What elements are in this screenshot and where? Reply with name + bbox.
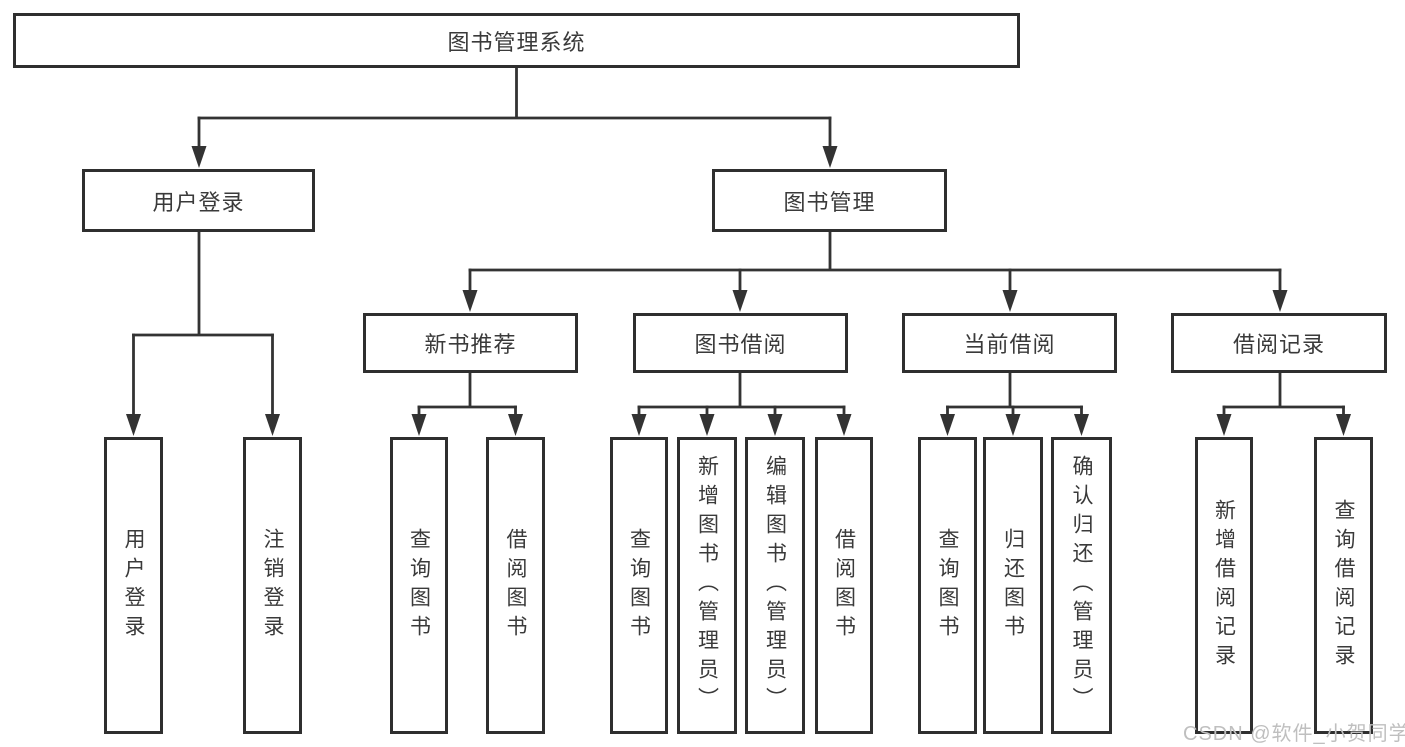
leaf-add-borrow-record-label: 新增借阅记录 bbox=[1212, 498, 1236, 673]
leaf-query-books-borrow-label: 查询图书 bbox=[627, 527, 651, 644]
group-borrowing-records: 借阅记录 bbox=[1171, 313, 1387, 373]
leaf-logout-label: 注销登录 bbox=[261, 527, 284, 644]
leaf-edit-book-admin: 编辑图书（管理员） bbox=[745, 437, 805, 734]
group-current-borrowing: 当前借阅 bbox=[902, 313, 1117, 373]
connector-book-management-to-level3 bbox=[462, 232, 1288, 312]
leaf-query-books-current: 查询图书 bbox=[918, 437, 977, 734]
leaf-confirm-return-admin-label: 确认归还（管理员） bbox=[1070, 455, 1093, 716]
leaf-add-book-admin-label: 新增图书（管理员） bbox=[695, 455, 719, 716]
connector-book-borrow-to-leaves bbox=[631, 373, 852, 436]
leaf-query-books-recommend: 查询图书 bbox=[390, 437, 448, 734]
leaf-query-books-current-label: 查询图书 bbox=[936, 527, 959, 644]
group-new-book-recommendation: 新书推荐 bbox=[363, 313, 578, 373]
leaf-query-borrow-record: 查询借阅记录 bbox=[1314, 437, 1373, 734]
leaf-return-book: 归还图书 bbox=[983, 437, 1043, 734]
leaf-query-books-recommend-label: 查询图书 bbox=[407, 527, 431, 644]
leaf-add-book-admin: 新增图书（管理员） bbox=[677, 437, 737, 734]
branch-user-login: 用户登录 bbox=[82, 169, 315, 232]
leaf-user-login-label: 用户登录 bbox=[122, 527, 145, 644]
leaf-query-borrow-record-label: 查询借阅记录 bbox=[1332, 498, 1355, 673]
leaf-edit-book-admin-label: 编辑图书（管理员） bbox=[763, 455, 787, 716]
leaf-add-borrow-record: 新增借阅记录 bbox=[1195, 437, 1253, 734]
connector-user-login-to-leaves bbox=[126, 232, 280, 436]
group-book-borrowing: 图书借阅 bbox=[633, 313, 848, 373]
branch-book-management: 图书管理 bbox=[712, 169, 947, 232]
leaf-borrow-books-recommend-label: 借阅图书 bbox=[504, 527, 527, 644]
leaf-borrow-books-borrow: 借阅图书 bbox=[815, 437, 873, 734]
leaf-borrow-books-recommend: 借阅图书 bbox=[486, 437, 545, 734]
leaf-logout: 注销登录 bbox=[243, 437, 302, 734]
leaf-query-books-borrow: 查询图书 bbox=[610, 437, 668, 734]
connector-borrow-records-to-leaves bbox=[1216, 373, 1351, 436]
leaf-user-login: 用户登录 bbox=[104, 437, 163, 734]
root-node-library-management-system: 图书管理系统 bbox=[13, 13, 1020, 68]
connector-current-borrow-to-leaves bbox=[940, 373, 1089, 436]
connector-new-book-to-leaves bbox=[411, 373, 523, 436]
connector-root-to-level2 bbox=[191, 68, 838, 168]
leaf-borrow-books-borrow-label: 借阅图书 bbox=[832, 527, 856, 644]
leaf-return-book-label: 归还图书 bbox=[1001, 527, 1025, 644]
csdn-watermark: CSDN @软件_小贺同学 bbox=[1183, 723, 1405, 745]
leaf-confirm-return-admin: 确认归还（管理员） bbox=[1051, 437, 1112, 734]
